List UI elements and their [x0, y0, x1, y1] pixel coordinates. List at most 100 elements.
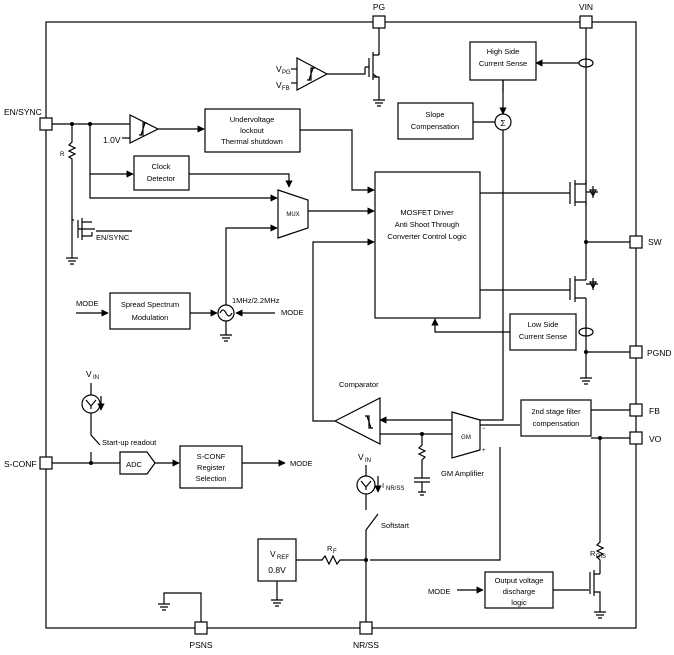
gm-minus: −	[482, 426, 486, 432]
uvlo-text-1: Undervoltage	[230, 115, 275, 124]
pin-vin: VIN	[579, 2, 593, 29]
pin-s-conf: S-CONF	[4, 456, 53, 470]
gm-label: GM	[461, 435, 471, 441]
softstart-label: Softstart	[381, 521, 410, 530]
low-side-switch	[480, 242, 598, 385]
high-side-text-2: Current Sense	[479, 59, 527, 68]
s-conf-register	[179, 445, 243, 489]
s-conf-section: V IN Start-up readout ADC S-CONF Registe…	[52, 369, 313, 489]
pin-en-sync: EN/SYNC	[4, 107, 53, 131]
mux-label: MUX	[286, 212, 299, 218]
second-stage-filter	[520, 399, 592, 437]
discharge-text-1: Output voltage	[495, 576, 544, 585]
threshold-label: 1.0V	[103, 135, 121, 145]
spread-spectrum-section: MODE Spread Spectrum Modulation 1MHz/2.2…	[76, 292, 304, 342]
pin-pg-label: PG	[373, 2, 385, 12]
low-side-sense-ellipse	[578, 327, 594, 337]
filter-text-2: compensation	[533, 419, 580, 428]
freq-label: 1MHz/2.2MHz	[232, 296, 280, 305]
slope-text-1: Slope	[425, 110, 444, 119]
low-side-text-2: Current Sense	[519, 332, 567, 341]
high-side-switch	[480, 180, 598, 240]
spread-text-1: Spread Spectrum	[121, 300, 179, 309]
output-discharge-logic	[484, 571, 554, 609]
en-sync-section: R EN/SYNC 1.0V Undervoltage lockout Ther…	[52, 108, 375, 265]
slope-compensation	[397, 102, 474, 140]
mux: MUX	[225, 189, 375, 313]
vin-ss-label: V	[358, 452, 364, 462]
low-side-current-sense	[509, 313, 577, 351]
r-en-resistor	[67, 124, 77, 168]
driver-text-1: MOSFET Driver	[400, 208, 454, 217]
gm-plus: +	[482, 448, 486, 454]
pin-vo: VO	[629, 431, 662, 445]
v-pg-sub: PG	[282, 70, 291, 76]
pin-sw-label: SW	[648, 237, 662, 247]
rf-label: R	[327, 544, 333, 553]
pin-s-conf-label: S-CONF	[4, 459, 37, 469]
pin-pg: PG	[372, 2, 386, 29]
chip-boundary	[45, 21, 637, 629]
main-comparator	[333, 397, 381, 445]
psns-section	[158, 592, 202, 622]
vref-value: 0.8V	[268, 565, 286, 575]
rf-sub: F	[333, 549, 337, 555]
high-side-text-1: High Side	[487, 47, 520, 56]
slope-text-2: Compensation	[411, 122, 459, 131]
undervoltage-lockout	[204, 108, 301, 153]
vref-sub: REF	[277, 555, 289, 561]
pin-psns: PSNS	[189, 621, 213, 650]
current-source-ss	[356, 475, 376, 495]
sconf-text-1: S-CONF	[197, 452, 226, 461]
pin-nr-ss: NR/SS	[353, 621, 379, 650]
v-pg-label: V	[276, 64, 282, 74]
sconf-text-3: Selection	[196, 474, 227, 483]
current-source-top	[81, 394, 101, 414]
spread-text-2: Modulation	[132, 313, 169, 322]
i-nrss-label: I	[382, 481, 384, 490]
low-side-text-1: Low Side	[528, 320, 559, 329]
output-discharge-section: R DIS Output voltage discharge logic MOD…	[428, 536, 606, 619]
adc-label: ADC	[126, 460, 142, 469]
rdis-sub: DIS	[596, 554, 606, 560]
mode-osc-label: MODE	[281, 308, 304, 317]
filter-text-1: 2nd stage filter	[531, 407, 581, 416]
comparator-label: Comparator	[339, 380, 379, 389]
i-nrss-sub: NR/SS	[386, 486, 404, 492]
vin-top-sub: IN	[93, 375, 99, 381]
pin-nr-ss-label: NR/SS	[353, 640, 379, 650]
vin-ss-sub: IN	[365, 458, 371, 464]
driver-text-3: Converter Control Logic	[387, 232, 466, 241]
pg-section: V PG V FB	[276, 28, 385, 107]
pg-comparator	[296, 57, 329, 91]
v-fb-sub: FB	[282, 86, 290, 92]
pin-psns-label: PSNS	[189, 640, 212, 650]
en-comparator	[129, 114, 160, 144]
adc-block	[119, 451, 156, 475]
softstart-section: V IN I NR/SS Softstart V REF 0.8V R F	[257, 452, 410, 622]
vref-v: V	[270, 549, 276, 559]
discharge-text-3: logic	[511, 598, 527, 607]
mode-discharge-label: MODE	[428, 587, 451, 596]
spread-spectrum-modulation	[109, 292, 191, 330]
mode-spread-label: MODE	[76, 299, 99, 308]
r-f-resistor	[296, 554, 366, 566]
sigma-symbol: Σ	[500, 118, 505, 128]
clock-text-1: Clock	[152, 162, 171, 171]
startup-label: Start-up readout	[102, 438, 157, 447]
vref-block	[257, 538, 297, 582]
rdis-label: R	[590, 549, 596, 558]
gm-amplifier-label: GM Amplifier	[441, 469, 484, 478]
driver-text-2: Anti Shoot Through	[395, 220, 460, 229]
discharge-text-2: discharge	[503, 587, 536, 596]
pin-vo-label: VO	[649, 434, 662, 444]
mode-out-label: MODE	[290, 459, 313, 468]
pin-pgnd: PGND	[629, 345, 672, 359]
vin-top-label: V	[86, 369, 92, 379]
uvlo-text-3: Thermal shutdown	[221, 137, 283, 146]
r-en-label: R	[60, 152, 65, 158]
mosfet-driver: MOSFET Driver Anti Shoot Through Convert…	[374, 171, 481, 319]
pin-pgnd-label: PGND	[647, 348, 672, 358]
clock-detector	[133, 155, 190, 191]
